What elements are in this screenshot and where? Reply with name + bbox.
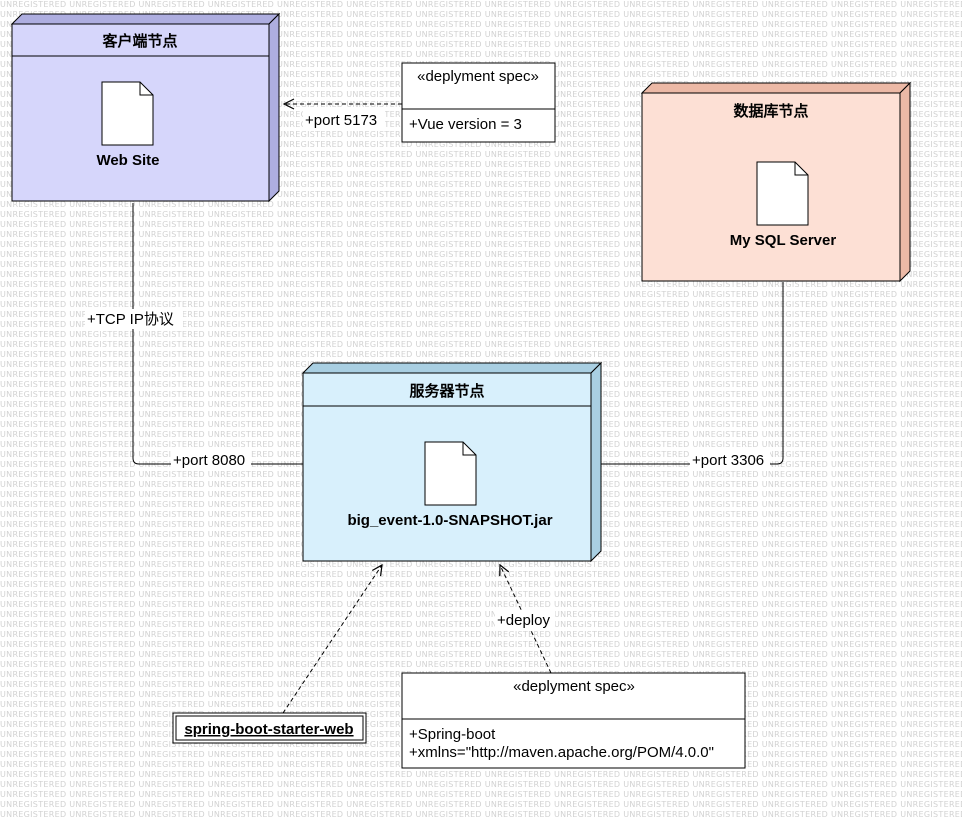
vue-deployment-spec[interactable]: «deplyment spec» +Vue version = 3 bbox=[401, 62, 556, 143]
spring-boot-starter-web-component[interactable]: spring-boot-starter-web bbox=[172, 712, 367, 744]
database-node[interactable]: 数据库节点 My SQL Server bbox=[640, 81, 912, 283]
document-icon bbox=[101, 81, 154, 146]
dependency-component-to-server[interactable] bbox=[282, 565, 382, 714]
spring-deployment-spec[interactable]: «deplyment spec» +Spring-boot +xmlns="ht… bbox=[401, 672, 746, 769]
connector-database-server[interactable] bbox=[601, 282, 784, 465]
jar-artifact: big_event-1.0-SNAPSHOT.jar bbox=[347, 512, 552, 529]
component-label: spring-boot-starter-web bbox=[184, 721, 353, 738]
document-icon bbox=[424, 441, 477, 506]
port-8080-label: +port 8080 bbox=[173, 452, 245, 469]
vue-spec-prop: +Vue version = 3 bbox=[409, 116, 522, 133]
server-node-title: 服务器节点 bbox=[409, 382, 484, 400]
client-node-title: 客户端节点 bbox=[101, 32, 177, 50]
spring-spec-stereotype: «deplyment spec» bbox=[513, 678, 635, 695]
server-node[interactable]: 服务器节点 big_event-1.0-SNAPSHOT.jar bbox=[301, 361, 603, 563]
web-site-artifact: Web Site bbox=[96, 152, 159, 169]
document-icon bbox=[756, 161, 809, 226]
spring-spec-prop: +Spring-boot bbox=[409, 726, 496, 743]
mysql-server-artifact: My SQL Server bbox=[730, 232, 837, 249]
port-5173-label: +port 5173 bbox=[305, 112, 377, 129]
tcp-ip-protocol-label: +TCP IP协议 bbox=[87, 311, 174, 328]
database-node-title: 数据库节点 bbox=[733, 102, 808, 120]
client-node[interactable]: 客户端节点 Web Site bbox=[10, 12, 281, 203]
spring-spec-prop: +xmlns="http://maven.apache.org/POM/4.0.… bbox=[409, 744, 714, 761]
port-3306-label: +port 3306 bbox=[692, 452, 764, 469]
vue-spec-stereotype: «deplyment spec» bbox=[417, 68, 539, 85]
deploy-label: +deploy bbox=[497, 612, 550, 629]
connector-client-server[interactable] bbox=[132, 203, 303, 465]
